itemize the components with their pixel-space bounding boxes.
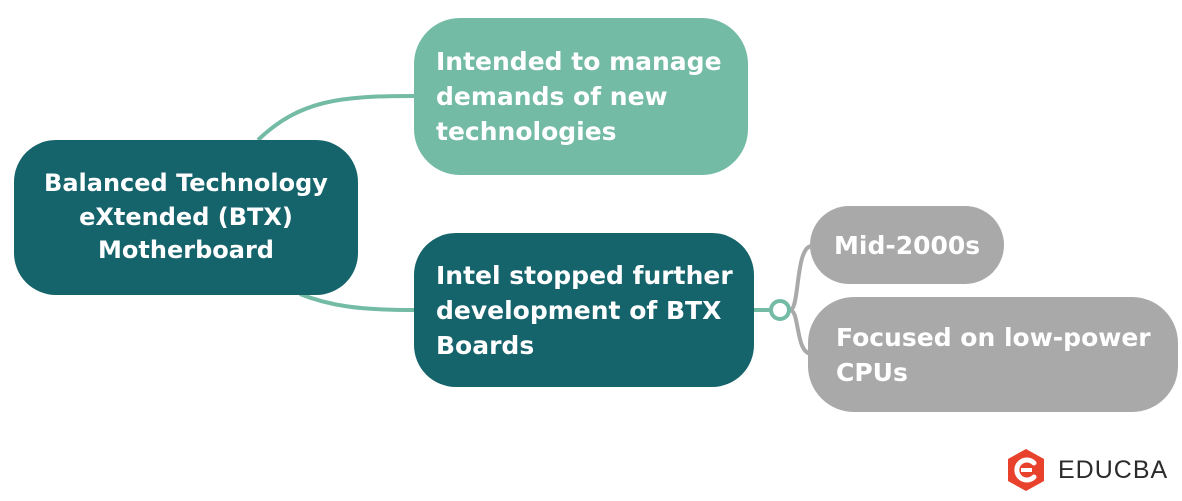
branch-node-text: Intel stopped further development of BTX… <box>436 258 733 363</box>
branch-line: Boards <box>436 330 535 360</box>
collapse-toggle-icon[interactable] <box>769 299 791 321</box>
root-line: eXtended (BTX) <box>79 202 293 231</box>
branch-line: Intel stopped further <box>436 260 733 290</box>
root-line: Balanced Technology <box>44 169 328 198</box>
connector-root-top <box>256 94 415 142</box>
connector-junction-gray-1 <box>788 244 813 312</box>
leaf-node-text: Mid-2000s <box>834 228 980 263</box>
branch-node-intended: Intended to manage demands of new techno… <box>414 18 748 175</box>
root-line: Motherboard <box>98 236 274 265</box>
brand-watermark: EDUCBA <box>1004 444 1168 496</box>
leaf-line: CPUs <box>836 357 908 387</box>
brand-name: EDUCBA <box>1058 455 1169 484</box>
educba-logo-icon <box>1008 449 1044 491</box>
branch-line: development of BTX <box>436 295 722 325</box>
branch-line: technologies <box>436 117 617 146</box>
leaf-node-text: Focused on low-power CPUs <box>836 320 1151 390</box>
root-node: Balanced Technology eXtended (BTX) Mothe… <box>14 140 358 295</box>
leaf-line: Mid-2000s <box>834 230 981 260</box>
leaf-line: Focused on low-power <box>836 322 1151 352</box>
branch-node-text: Intended to manage demands of new techno… <box>436 44 722 149</box>
root-node-text: Balanced Technology eXtended (BTX) Mothe… <box>44 167 328 268</box>
branch-line: demands of new <box>436 82 668 111</box>
connector-root-mid <box>299 292 415 312</box>
leaf-node-mid-2000s: Mid-2000s <box>810 206 1004 284</box>
branch-line: Intended to manage <box>436 47 722 76</box>
branch-node-intel: Intel stopped further development of BTX… <box>414 233 754 387</box>
leaf-node-low-power: Focused on low-power CPUs <box>808 297 1178 412</box>
connector-junction-gray-2 <box>789 308 813 356</box>
